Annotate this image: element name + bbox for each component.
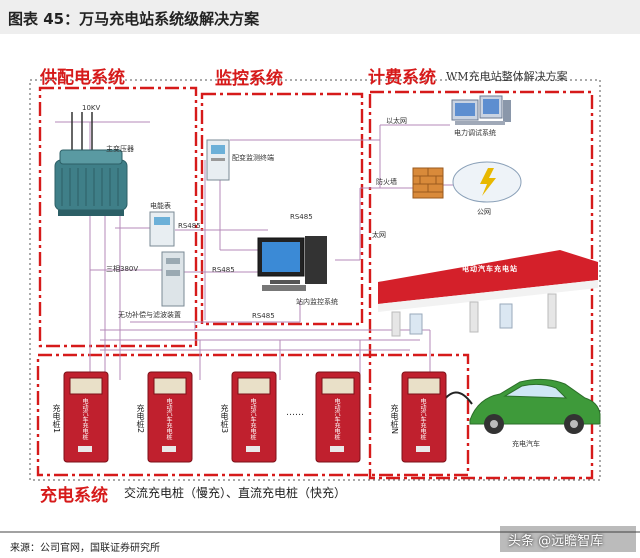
electric-car-icon [469, 378, 601, 434]
charging-description: 交流充电桩（慢充）、直流充电桩（快充） [124, 486, 347, 500]
charging-pile-2 [147, 371, 193, 463]
watermark-bg [500, 526, 636, 552]
debug-system-label: 电力调试系统 [454, 129, 496, 137]
voltage-label: 10KV [82, 104, 101, 112]
public-network-icon [452, 161, 522, 203]
distribution-cabinet-icon [161, 251, 185, 307]
figure-title: 图表 45：万马充电站系统级解决方案 [8, 10, 260, 28]
energy-meter-label: 电能表 [150, 202, 171, 210]
firewall-label: 防火墙 [376, 178, 397, 186]
ethernet-label-mid: 太网 [372, 231, 386, 239]
pile-brand-2: 电动汽车充电桩 [165, 398, 172, 440]
three-phase-label: 三相380V [106, 265, 139, 273]
monitoring-title: 监控系统 [215, 69, 283, 89]
wm-solution-title: WM充电站整体解决方案 [446, 70, 568, 83]
wires [55, 121, 455, 380]
station-monitor-label: 站内监控系统 [296, 298, 338, 306]
ev-label: 充电汽车 [512, 440, 540, 448]
station-sign-text: 电动汽车充电站 [462, 265, 518, 273]
transformer-label: 主变压器 [106, 145, 134, 153]
pile-ellipsis: …… [286, 408, 304, 418]
rs485-label-a: RS485 [178, 222, 201, 230]
charging-pile-1 [63, 371, 109, 463]
power-supply-title: 供配电系统 [40, 68, 125, 88]
footer-source: 来源：公司官网，国联证券研究所 [10, 543, 160, 554]
debug-system-icon [451, 95, 511, 125]
rs485-label-d: RS485 [252, 312, 275, 320]
billing-title: 计费系统 [368, 68, 436, 88]
monitoring-box [200, 92, 364, 326]
pile-label-n: 充电桩N [390, 404, 399, 434]
charging-station-icon [378, 250, 598, 337]
pile-brand-1: 电动汽车充电桩 [81, 398, 88, 440]
charging-pile-4 [315, 371, 361, 463]
power-supply-box [38, 86, 198, 348]
pile-label-3: 充电桩3 [220, 404, 229, 434]
charging-pile-3 [231, 371, 277, 463]
header-bar [0, 0, 640, 34]
transformer-icon [54, 112, 128, 216]
reactive-comp-label: 无功补偿与滤波装置 [118, 311, 181, 319]
pile-brand-3: 电动汽车充电桩 [249, 398, 256, 440]
public-network-label: 公网 [477, 208, 491, 216]
monitor-terminal-icon [206, 139, 230, 181]
pile-label-2: 充电桩2 [136, 404, 145, 434]
charging-pile-n [401, 371, 447, 463]
monitor-terminal-label: 配变监测终端 [232, 154, 274, 162]
footer-watermark: 头条 @远瞻智库 [508, 534, 604, 549]
billing-box [368, 90, 594, 480]
rs485-label-b: RS485 [212, 266, 235, 274]
rs485-label-c: RS485 [290, 213, 313, 221]
pile-brand-4: 电动汽车充电桩 [333, 398, 340, 440]
ethernet-label-top: 以太网 [386, 117, 407, 125]
energy-meter-icon [149, 211, 175, 247]
pile-label-1: 充电桩1 [52, 404, 61, 434]
outer-frame [29, 79, 601, 481]
charging-title: 充电系统 [40, 486, 108, 506]
computer-icon [257, 236, 327, 291]
pile-brand-n: 电动汽车充电桩 [419, 398, 426, 440]
firewall-icon [412, 167, 444, 199]
